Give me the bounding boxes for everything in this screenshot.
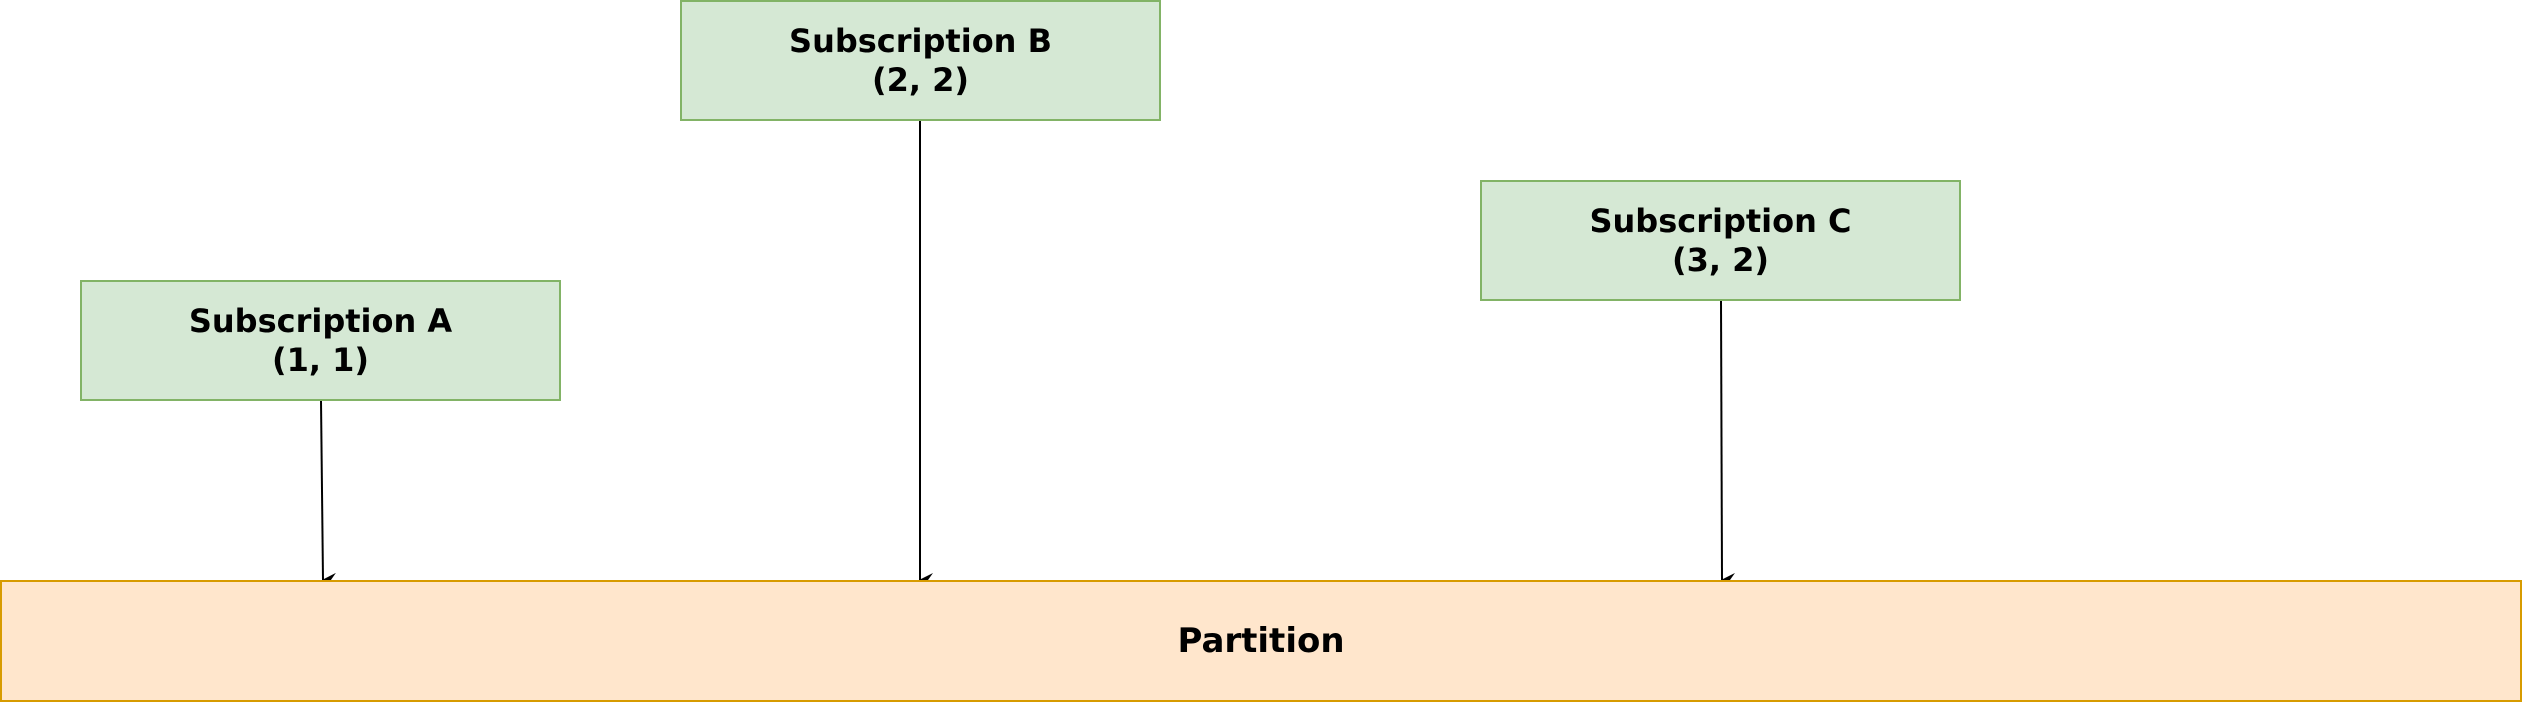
subscription-b-name: Subscription B — [789, 21, 1052, 60]
subscription-c-name: Subscription C — [1589, 201, 1852, 240]
arrow-a-to-partition — [320, 400, 337, 587]
arrow-c-to-partition — [1720, 300, 1736, 587]
partition-box[interactable]: Partition — [0, 580, 2522, 702]
subscription-c-position: (3, 2) — [1671, 240, 1770, 279]
subscription-c-box[interactable]: Subscription C (3, 2) — [1480, 180, 1961, 301]
subscription-b-position: (2, 2) — [871, 60, 970, 99]
subscription-a-box[interactable]: Subscription A (1, 1) — [80, 280, 561, 401]
subscription-a-name: Subscription A — [188, 301, 453, 340]
subscription-b-box[interactable]: Subscription B (2, 2) — [680, 0, 1161, 121]
partition-label: Partition — [1177, 621, 1345, 661]
subscription-a-position: (1, 1) — [271, 340, 370, 379]
